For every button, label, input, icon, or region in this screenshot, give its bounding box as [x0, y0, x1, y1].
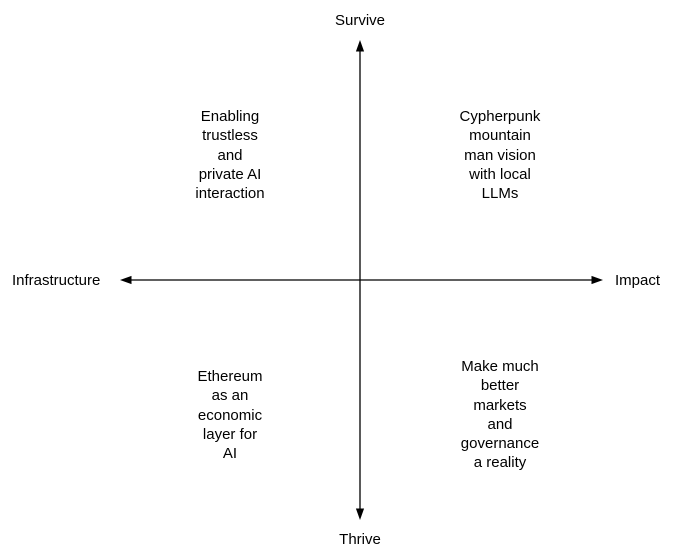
arrowhead-left-icon: [120, 275, 132, 285]
quadrant-text-bottom-left: Ethereum as an economic layer for AI: [197, 368, 263, 463]
arrowhead-down-icon: [355, 508, 365, 520]
quadrant-text-top-left: Enabling trustless and private AI intera…: [195, 108, 265, 203]
arrowhead-up-icon: [355, 40, 365, 52]
axis-label-thrive: Thrive: [339, 531, 381, 548]
arrowhead-right-icon: [591, 275, 603, 285]
axis-label-infrastructure: Infrastructure: [12, 272, 101, 289]
axis-label-impact: Impact: [615, 272, 661, 289]
quadrant-text-bottom-right: Make much better markets and governance …: [460, 358, 540, 472]
axis-label-survive: Survive: [334, 12, 386, 29]
quadrant-text-top-right: Cypherpunk mountain man vision with loca…: [459, 108, 541, 203]
